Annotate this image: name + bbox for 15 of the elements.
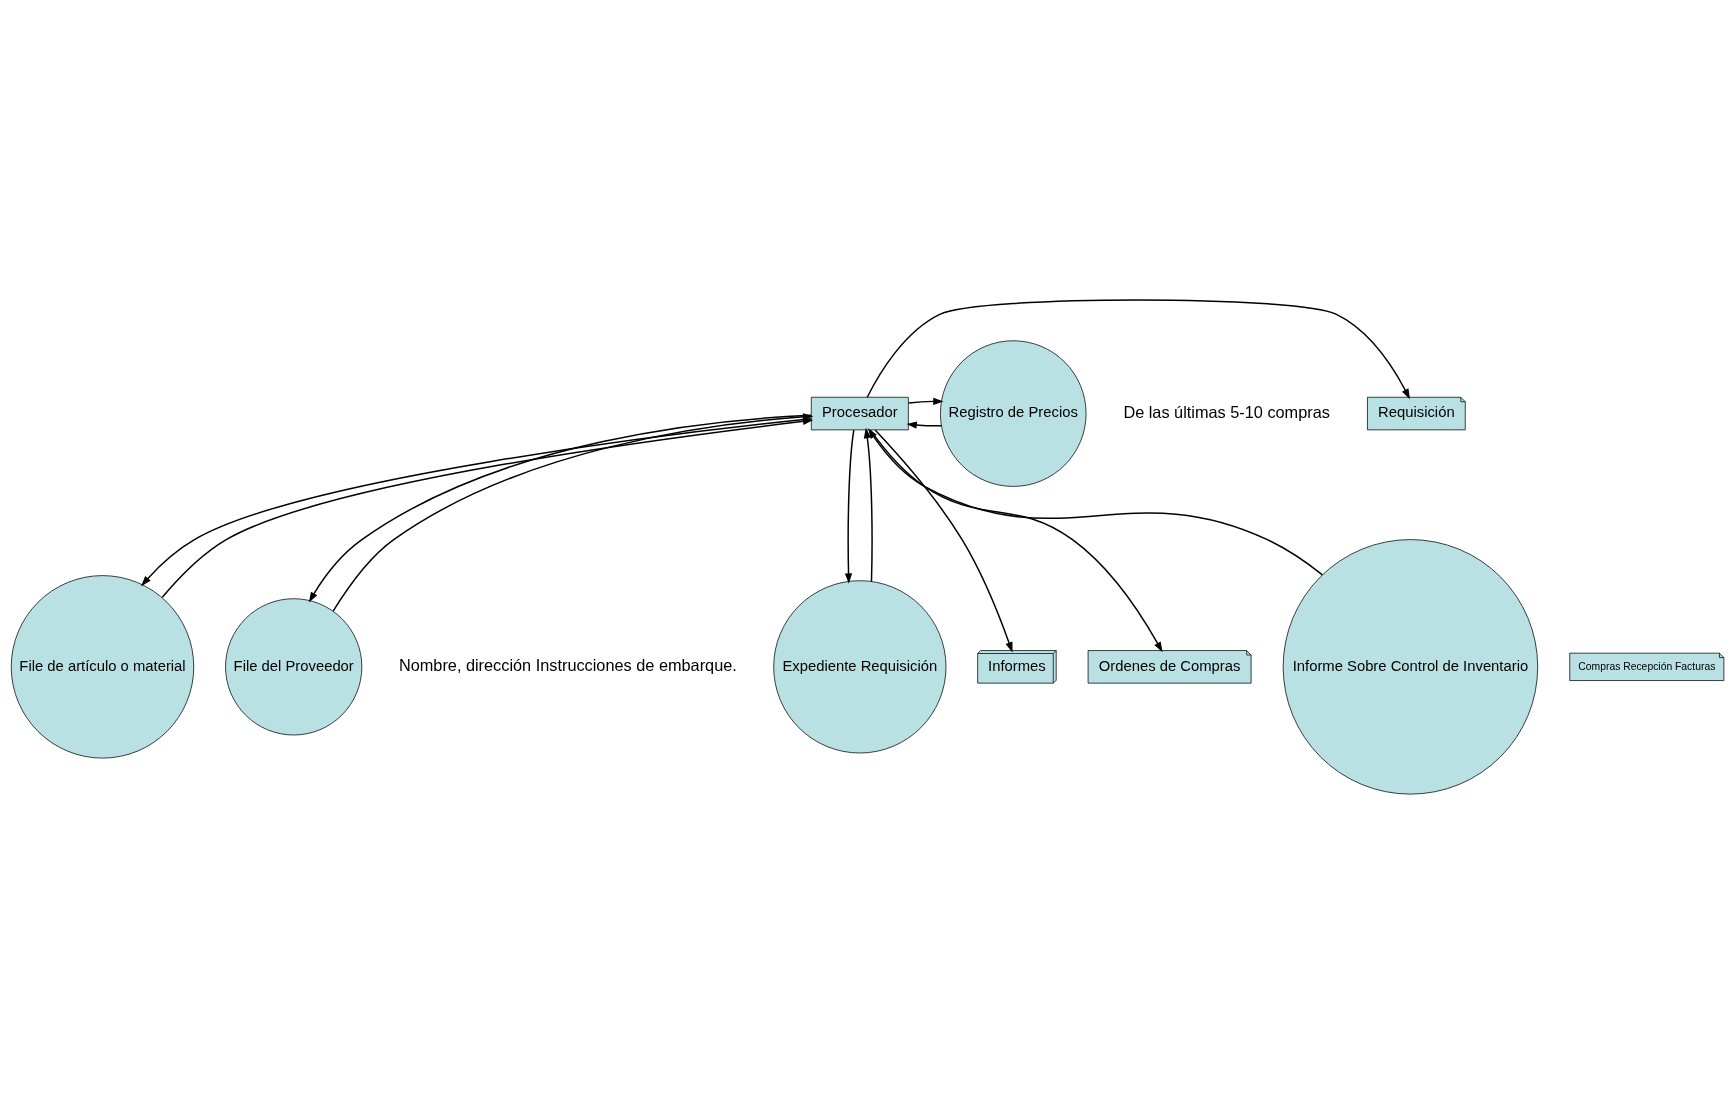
node-circle: Expediente Requisición xyxy=(773,579,947,753)
arrow xyxy=(863,427,873,582)
arrow xyxy=(907,397,944,405)
arrow xyxy=(866,298,1410,399)
node-circle: Registro de Precios xyxy=(940,339,1087,487)
arrow xyxy=(868,427,1324,576)
arrow xyxy=(844,428,855,584)
node-circle: Informe Sobre Control de Inventario xyxy=(1282,538,1539,794)
node-circle: File del Proveedor xyxy=(225,597,363,735)
arrow xyxy=(906,420,943,429)
node-box: Procesador xyxy=(810,396,909,430)
arrow xyxy=(869,428,1163,652)
node-label: Nombre, dirección Instrucciones de embarque. xyxy=(398,655,737,674)
node-label: De las últimas 5-10 compras xyxy=(1123,402,1330,421)
arrow xyxy=(874,428,1013,653)
